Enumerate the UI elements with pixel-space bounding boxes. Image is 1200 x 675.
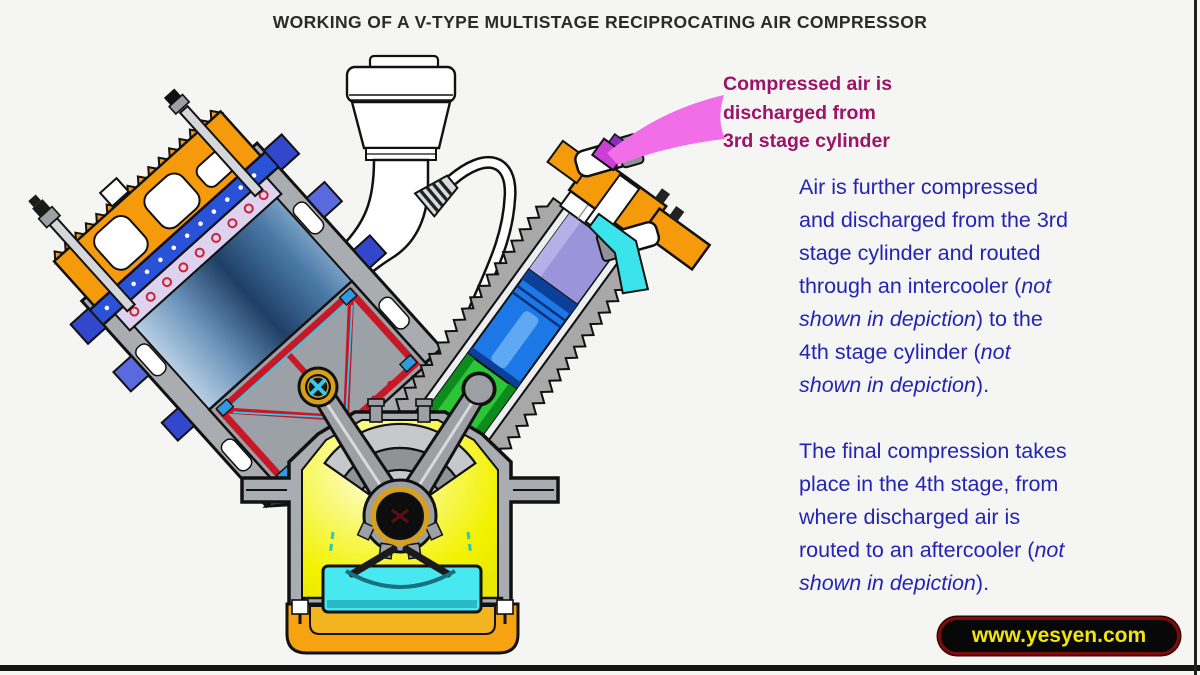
cooling-fins-icon: [394, 196, 639, 473]
pan-clamp-bolts: [291, 599, 514, 615]
bottom-border: [0, 665, 1200, 671]
compressor-diagram: [28, 54, 725, 655]
air-filter-icon: [345, 54, 457, 161]
discharge-passage-icon: [588, 212, 650, 295]
description-paragraph-1: Air is further compressed and discharged…: [799, 175, 1068, 397]
head-stud-bolts: [28, 88, 264, 313]
website-badge: www.yesyen.com: [938, 617, 1180, 655]
case-studs: [367, 398, 433, 423]
page-title: WORKING OF A V-TYPE MULTISTAGE RECIPROCA…: [272, 12, 928, 32]
flange-nuts: [69, 133, 388, 442]
description-paragraph-2: The final compression takes place in the…: [799, 439, 1067, 595]
piston-pin-icon: [297, 366, 339, 408]
right-border: [1194, 0, 1197, 675]
discharge-stream-icon: [607, 95, 725, 165]
third-stage-head: [546, 133, 712, 295]
third-stage-piston: [466, 268, 579, 391]
website-url: www.yesyen.com: [971, 624, 1147, 647]
hose-adapter-icon: [413, 174, 459, 218]
discharge-callout: Compressed air is discharged from 3rd st…: [723, 73, 893, 152]
third-stage-cylinder: [394, 133, 712, 480]
oil-dipper-icon: [328, 531, 473, 589]
